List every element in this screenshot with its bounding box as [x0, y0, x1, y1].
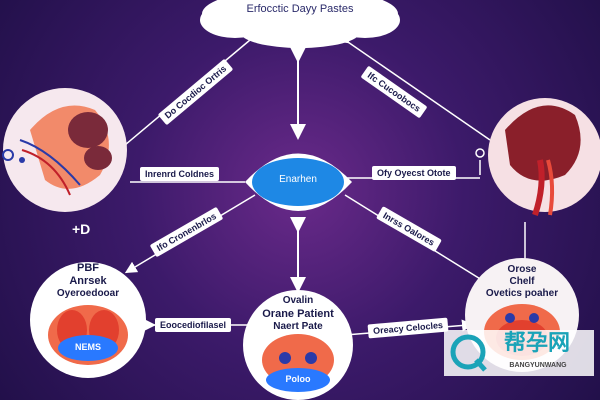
node-br-line-1: Orose — [507, 264, 537, 275]
node-bottom-center — [243, 290, 353, 400]
node-bl-line-1: PBF — [77, 262, 99, 274]
center-node — [245, 153, 352, 211]
watermark-subtext: BANGYUNWANG — [509, 362, 567, 369]
arrow-label-bottom-left: Eoocediofilasel — [155, 318, 232, 332]
connector-top-right — [336, 31, 491, 141]
node-top-right — [475, 98, 600, 216]
arrow-label-right: Ofy Oyecst Otote — [372, 166, 456, 180]
node-br-line-3: Ovetics poaher — [485, 288, 559, 299]
node-bottom-left — [30, 262, 146, 378]
node-bl-line-3: Oyeroedooar — [56, 288, 120, 299]
center-label: Enarhen — [279, 174, 317, 185]
node-bl-line-2: Anrsek — [69, 275, 107, 287]
node-bc-line-3: Naert Pate — [273, 321, 323, 332]
arrow-label-left: Inrenrd Coldnes — [140, 167, 220, 181]
title-cloud — [200, 0, 400, 48]
diagram-title: Erfocctic Dayy Pastes — [246, 3, 354, 15]
watermark-text: 帮孕网 — [503, 331, 570, 356]
node-top-left — [2, 88, 127, 212]
node-bc-line-1: Ovalin — [282, 295, 314, 306]
node-bc-badge: Poloo — [285, 374, 311, 384]
node-br-line-2: Chelf — [509, 276, 535, 287]
watermark-logo — [444, 330, 594, 376]
node-bl-badge: NEMS — [74, 342, 101, 352]
left-side-mark: +D — [72, 221, 91, 237]
node-bc-line-2: Orane Patient — [262, 308, 334, 320]
